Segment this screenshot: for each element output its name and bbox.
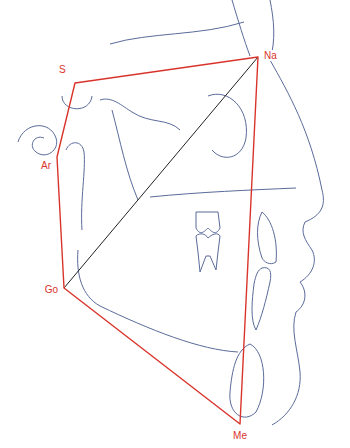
landmark-label: Me (232, 430, 248, 441)
landmark-label: Ar (40, 160, 52, 171)
lower-incisor (252, 268, 271, 330)
upper-molar (196, 212, 220, 233)
upper-incisor (258, 212, 277, 264)
lower-molar (196, 234, 220, 272)
cranial-base (110, 22, 244, 44)
mandible-border (78, 250, 238, 352)
palatal-plane (150, 188, 296, 197)
condyle (66, 143, 84, 230)
diagonal-line (64, 57, 258, 288)
ear-outline (18, 126, 57, 155)
pterygoid-curve (112, 110, 138, 200)
skull-contour (100, 99, 180, 130)
analysis-polygon (57, 57, 258, 424)
anatomy-sketch (18, 0, 323, 425)
orbit-outline (208, 94, 246, 157)
landmark-label: Go (44, 284, 59, 295)
frontal-bone (232, 0, 250, 56)
landmark-label: Na (263, 50, 278, 61)
mandibular-symphysis (230, 344, 264, 417)
landmark-label: S (58, 64, 67, 75)
analysis-lines (57, 57, 258, 424)
soft-tissue-profile (270, 0, 323, 425)
sella-turcica (62, 96, 92, 109)
